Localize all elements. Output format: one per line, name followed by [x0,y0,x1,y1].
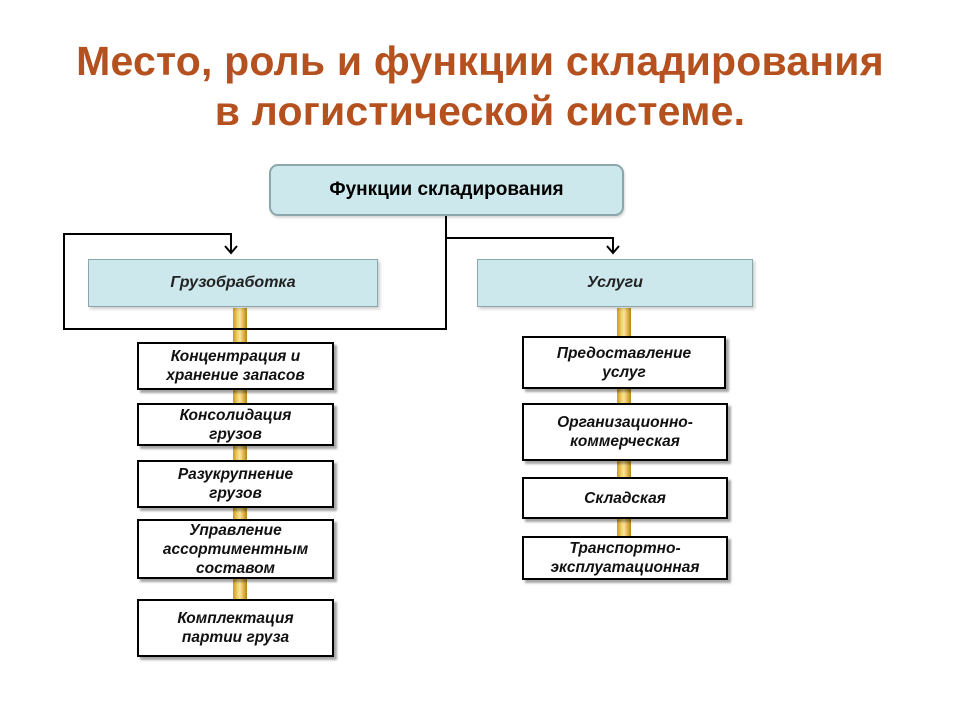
root-box: Функции складирования [269,164,624,216]
left-item-3-line-1: Разукрупнение [177,466,294,483]
left-item-3-line-2: грузов [209,485,262,502]
slide-title: Место, роль и функции складирования в ло… [0,36,960,136]
right-arrowhead [606,245,620,255]
left-item-2: Консолидация грузов [137,403,334,446]
left-item-2-line-2: грузов [209,425,262,443]
branch-services: Услуги [477,259,753,307]
right-item-2-line-1: Организационно- [557,414,693,431]
right-item-1-line-2: услуг [602,363,646,381]
title-line-2: в логистической системе. [214,88,746,134]
left-arrowhead [224,245,238,255]
branch-cargo-handling-label: Грузобработка [170,274,296,291]
left-item-4: Управление ассортиментным составом [137,519,334,579]
left-item-5-line-2: партии груза [181,629,290,646]
root-label: Функции складирования [329,179,564,200]
title-line-1: Место, роль и функции складирования [76,38,884,84]
left-item-4-line-3: составом [195,559,276,577]
left-item-5-line-1: Комплектация [177,610,294,627]
right-item-4-line-2: эксплуатационная [550,559,700,576]
right-item-1: Предоставление услуг [522,336,726,389]
branch-services-label: Услуги [587,274,643,291]
left-item-5: Комплектация партии груза [137,599,334,657]
left-item-2-line-1: Консолидация [179,406,292,424]
right-item-4-line-1: Транспортно- [569,540,681,557]
branch-cargo-handling: Грузобработка [88,259,378,307]
right-item-3-line-1: Складская [584,489,666,507]
right-connector [446,237,614,253]
left-item-4-line-1: Управление [189,521,282,539]
left-item-1-line-1: Концентрация и [170,348,301,365]
left-connector [63,216,447,330]
right-item-2: Организационно- коммерческая [522,403,728,461]
right-item-1-line-1: Предоставление [556,344,692,362]
right-item-2-line-2: коммерческая [570,433,680,450]
left-item-1: Концентрация и хранение запасов [137,342,334,390]
left-item-4-line-2: ассортиментным [162,540,309,558]
right-item-3: Складская [522,477,728,519]
left-item-3: Разукрупнение грузов [137,460,334,508]
left-item-1-line-2: хранение запасов [166,367,305,384]
right-item-4: Транспортно- эксплуатационная [522,536,728,580]
